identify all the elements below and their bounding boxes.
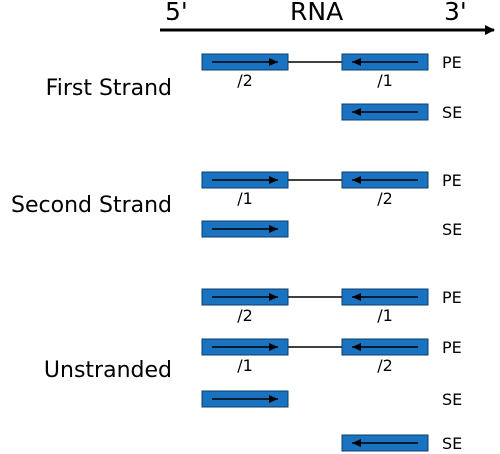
right-mate-label: /1 — [377, 71, 393, 90]
reverse-arrow-icon — [352, 58, 418, 66]
read-type-label: PE — [442, 53, 462, 72]
read-type-label: PE — [442, 338, 462, 357]
left-mate-label: /1 — [237, 189, 253, 208]
right-mate-label: /2 — [377, 356, 393, 375]
read-row: SE — [341, 103, 462, 122]
read-type-label: SE — [442, 434, 462, 453]
right-mate-label: /1 — [377, 306, 393, 325]
read-type-label: SE — [442, 220, 462, 239]
right-mate-label: /2 — [377, 189, 393, 208]
left-read — [201, 53, 289, 71]
read-type-label: PE — [442, 171, 462, 190]
strand-group: First Strand/2/1 PE SE — [46, 53, 463, 122]
right-read — [341, 288, 429, 306]
reverse-arrow-icon — [352, 176, 418, 184]
read-row: /1/2 PE — [201, 338, 462, 375]
rna-label: RNA — [290, 0, 343, 26]
left-read — [201, 288, 289, 306]
read-type-label: SE — [442, 103, 462, 122]
left-mate-label: /2 — [237, 306, 253, 325]
read-row: /2/1 PE — [201, 288, 462, 325]
left-read — [201, 220, 289, 238]
left-read — [201, 171, 289, 189]
group-label: First Strand — [46, 76, 172, 101]
left-read — [201, 338, 289, 356]
forward-arrow-icon — [212, 225, 278, 233]
read-row: /2/1 PE — [201, 53, 462, 90]
read-row: SE — [201, 390, 462, 409]
read-type-label: SE — [442, 390, 462, 409]
read-row: SE — [201, 220, 462, 239]
reverse-arrow-icon — [352, 293, 418, 301]
right-read — [341, 434, 429, 452]
reverse-arrow-icon — [352, 439, 418, 447]
right-read — [341, 53, 429, 71]
header: 5' RNA 3' — [160, 0, 495, 35]
left-mate-label: /1 — [237, 356, 253, 375]
read-row: /1/2 PE — [201, 171, 462, 208]
group-label: Second Strand — [11, 193, 172, 218]
read-type-label: PE — [442, 288, 462, 307]
strand-group: Second Strand/1/2 PE SE — [11, 171, 462, 239]
group-label: Unstranded — [44, 358, 172, 383]
five-prime-label: 5' — [165, 0, 188, 26]
left-mate-label: /2 — [237, 71, 253, 90]
reverse-arrow-icon — [352, 343, 418, 351]
three-prime-label: 3' — [444, 0, 467, 26]
forward-arrow-icon — [212, 395, 278, 403]
forward-arrow-icon — [212, 293, 278, 301]
right-read — [341, 171, 429, 189]
forward-arrow-icon — [212, 176, 278, 184]
reverse-arrow-icon — [352, 108, 418, 116]
right-read — [341, 338, 429, 356]
right-read — [341, 103, 429, 121]
forward-arrow-icon — [212, 58, 278, 66]
read-row: SE — [341, 434, 462, 453]
forward-arrow-icon — [212, 343, 278, 351]
left-read — [201, 390, 289, 408]
